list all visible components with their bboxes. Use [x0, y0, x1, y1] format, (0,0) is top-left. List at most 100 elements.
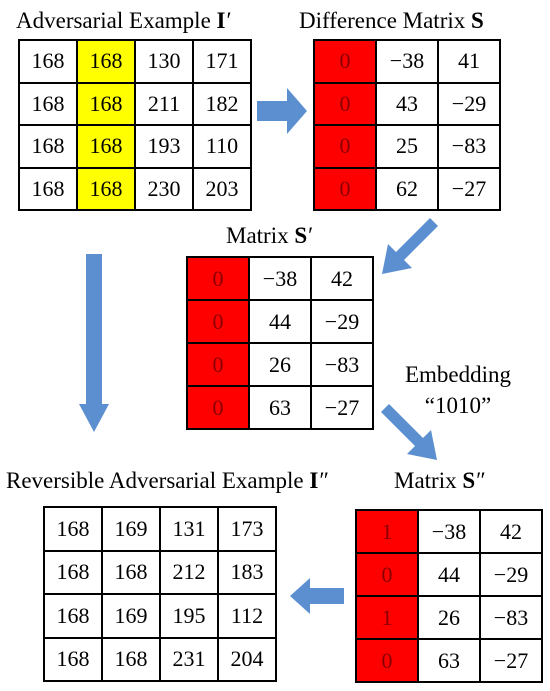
matrix-cell: 130 [134, 39, 194, 84]
matrix-cell: 168 [18, 124, 78, 169]
symbol-s: S [294, 223, 308, 248]
matrix-cell: 211 [134, 81, 194, 126]
matrix-cell: 44 [248, 299, 312, 344]
matrix-cell: 0 [186, 256, 250, 301]
matrix-cell: 1 [355, 509, 419, 554]
matrix-cell: 183 [217, 549, 277, 595]
matrix-cell: 0 [186, 299, 250, 344]
matrix-cell: −83 [479, 595, 543, 640]
matrix-cell: −29 [437, 81, 501, 126]
matrix-cell: −27 [310, 385, 374, 430]
matrix-cell: 168 [18, 166, 78, 211]
matrix-cell: 110 [192, 124, 252, 169]
matrix-cell: 42 [479, 509, 543, 554]
matrix-cell: 169 [101, 506, 161, 552]
matrix-cell: 0 [313, 39, 377, 84]
matrix-cell: 63 [417, 638, 481, 683]
matrix-cell: 168 [101, 549, 161, 595]
matrix-cell: 43 [375, 81, 439, 126]
arrow-down-left-shape [382, 218, 438, 274]
matrix-cell: 195 [159, 593, 219, 639]
adversarial-example-title: Adversarial Example I′ [16, 8, 232, 33]
matrix-cell: 212 [159, 549, 219, 595]
matrix-cell: 168 [43, 549, 103, 595]
arrow-down-left-icon [382, 218, 438, 274]
symbol-i: I [309, 468, 319, 493]
matrix-cell: 168 [76, 124, 136, 169]
matrix-cell: 182 [192, 81, 252, 126]
matrix-cell: −29 [310, 299, 374, 344]
matrix-cell: 204 [217, 636, 277, 682]
matrix-cell: 168 [76, 166, 136, 211]
matrix-cell: 193 [134, 124, 194, 169]
matrix-cell: 231 [159, 636, 219, 682]
matrix-s-prime-title: Matrix S′ [226, 223, 314, 248]
embedding-label: Embedding “1010” [393, 363, 523, 417]
matrix-cell: −29 [479, 552, 543, 597]
matrix-cell: 112 [217, 593, 277, 639]
matrix-cell: −38 [248, 256, 312, 301]
arrow-right-shape [257, 88, 307, 134]
symbol-s: S [462, 468, 476, 493]
symbol-s: S [471, 8, 484, 33]
difference-matrix-title: Difference Matrix S [299, 8, 484, 33]
arrow-left-shape [290, 578, 344, 614]
matrix-cell: 0 [186, 385, 250, 430]
matrix-cell: −83 [310, 342, 374, 387]
matrix-cell: 26 [248, 342, 312, 387]
matrix-cell: 0 [355, 552, 419, 597]
matrix-s-double-prime-title: Matrix S″ [394, 468, 486, 493]
matrix-cell: 168 [43, 636, 103, 682]
matrix-cell: 131 [159, 506, 219, 552]
matrix-cell: 0 [355, 638, 419, 683]
matrix-cell: 1 [355, 595, 419, 640]
matrix-cell: 173 [217, 506, 277, 552]
matrix-cell: −83 [437, 124, 501, 169]
matrix-cell: 168 [76, 81, 136, 126]
matrix-cell: 168 [43, 593, 103, 639]
arrow-down-right-icon [381, 404, 437, 460]
matrix-cell: −38 [417, 509, 481, 554]
matrix-cell: 26 [417, 595, 481, 640]
symbol-i: I [216, 8, 226, 33]
arrow-left-icon [290, 578, 344, 614]
arrow-down-icon [79, 254, 109, 432]
matrix-cell: 0 [313, 81, 377, 126]
matrix-cell: 0 [313, 124, 377, 169]
matrix-cell: −38 [375, 39, 439, 84]
arrow-right-icon [257, 88, 307, 134]
matrix-cell: −27 [479, 638, 543, 683]
matrix-cell: 168 [76, 39, 136, 84]
matrix-cell: 230 [134, 166, 194, 211]
matrix-cell: 168 [43, 506, 103, 552]
matrix-cell: 44 [417, 552, 481, 597]
matrix-cell: 62 [375, 166, 439, 211]
embedding-bits: “1010” [424, 393, 492, 418]
matrix-cell: 168 [18, 81, 78, 126]
matrix-cell: 42 [310, 256, 374, 301]
arrow-down-right-shape [381, 404, 437, 460]
